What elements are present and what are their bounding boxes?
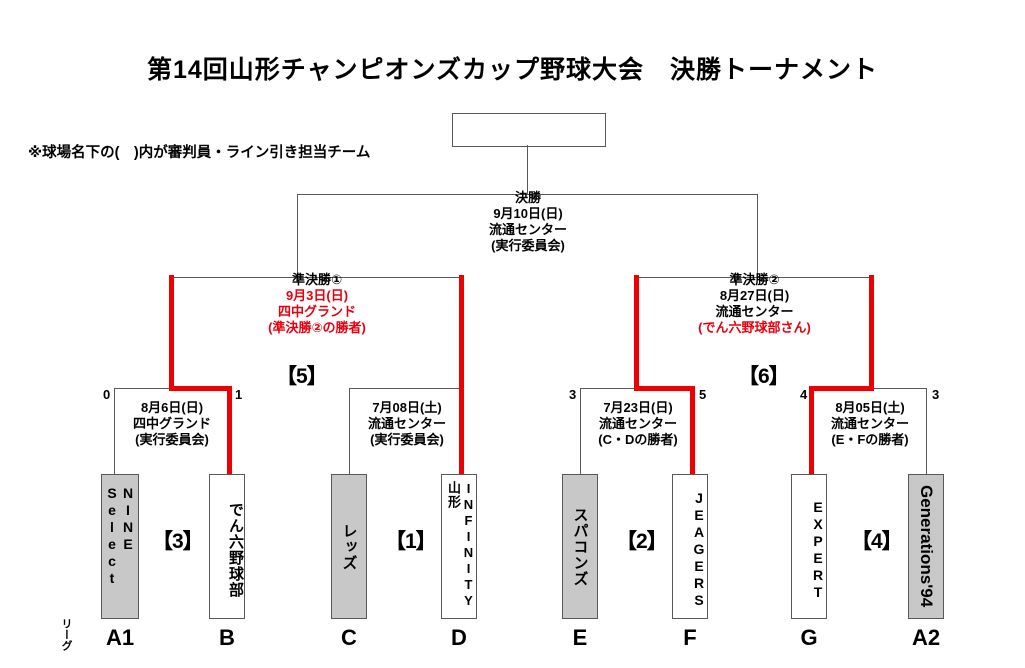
group-label-g: G	[800, 625, 818, 650]
semifinal-2-right-red-arm	[869, 275, 874, 388]
semifinal-1-staff: (準決勝②の勝者)	[268, 320, 366, 335]
match-3-left-score: 0	[103, 387, 111, 402]
team-a1-name-line1: NINE	[120, 485, 136, 553]
match-4-date: 8月05日(土)	[835, 400, 905, 415]
match-3-date: 8月6日(日)	[140, 400, 204, 415]
semifinal-1-left-red-arm	[169, 275, 174, 388]
group-label-a2: A2	[911, 625, 941, 650]
league-label-text: リーグ	[60, 618, 72, 651]
semifinal-2-venue: 流通センター	[715, 304, 794, 319]
semifinal-1-info: 準決勝① 9月3日(日) 四中グランド (準決勝②の勝者)	[236, 272, 398, 336]
team-d-name: INFINITY山形	[446, 481, 476, 609]
semifinal-1-bracket-no: 【5】	[276, 365, 328, 388]
final-round-label: 決勝	[514, 190, 541, 205]
team-box-a1[interactable]: NINE Select	[101, 474, 139, 619]
match-3-left-arm	[114, 388, 116, 474]
semifinal-1-crossbar	[172, 277, 462, 279]
match-4-staff: (E・Fの勝者)	[831, 432, 909, 447]
match-3-bracket-no: 【3】	[152, 530, 204, 553]
group-label-d: D	[451, 625, 467, 650]
semifinal-2-bracket-no: 【6】	[738, 365, 790, 388]
team-a2-name: Generations'94	[917, 485, 936, 608]
team-box-a2[interactable]: Generations'94	[908, 474, 944, 619]
semifinal-2-staff: (でん六野球部さん)	[698, 320, 811, 335]
group-label-b: B	[219, 625, 235, 650]
match-4-left-score: 4	[800, 387, 808, 402]
final-left-arm	[297, 194, 299, 277]
match-3-winner-hline	[169, 386, 232, 391]
match-2-date: 7月23日(日)	[603, 400, 673, 415]
match-1-info: 7月08日(土) 流通センター (実行委員会)	[327, 400, 487, 448]
match-2-winner-vline	[690, 386, 695, 474]
team-box-e[interactable]: スパコンズ	[562, 474, 598, 619]
match-1-left-arm	[349, 388, 351, 474]
final-venue: 流通センター	[488, 222, 567, 237]
match-4-info: 8月05日(土) 流通センター (E・Fの勝者)	[790, 400, 950, 448]
team-box-c[interactable]: レッズ	[331, 474, 367, 619]
team-c-name: レッズ	[340, 522, 358, 571]
match-4-venue: 流通センター	[830, 416, 909, 431]
semifinal-2-crossbar	[636, 277, 872, 279]
match-3-right-score: 1	[235, 387, 243, 402]
match-1-staff: (実行委員会)	[370, 432, 444, 447]
match-1-date: 7月08日(土)	[372, 400, 442, 415]
match-3-venue: 四中グランド	[132, 416, 211, 431]
group-label-e: E	[572, 625, 588, 650]
match-3-info: 8月6日(日) 四中グランド (実行委員会)	[92, 400, 252, 448]
team-box-f[interactable]: JEAGERS	[672, 474, 708, 619]
match-4-bracket-no: 【4】	[851, 530, 903, 553]
match-3-staff: (実行委員会)	[135, 432, 209, 447]
match-2-left-score: 3	[569, 387, 577, 402]
team-b-name: でん六野球部	[227, 501, 244, 598]
semifinal-2-date: 8月27日(日)	[719, 288, 790, 303]
match-1-winner-hline	[459, 386, 464, 391]
match-2-bracket-no: 【2】	[616, 530, 668, 553]
group-label-a1: A1	[105, 625, 135, 650]
final-staff: (実行委員会)	[491, 238, 565, 253]
match-2-right-score: 5	[699, 387, 707, 402]
team-a1-name-line2: Select	[104, 485, 120, 587]
final-info: 決勝 9月10日(日) 流通センター (実行委員会)	[447, 190, 609, 254]
team-g-name: EXPERT	[810, 498, 826, 601]
match-4-winner-hline	[809, 386, 874, 391]
champion-box	[452, 113, 606, 147]
match-2-staff: (C・Dの勝者)	[598, 432, 678, 447]
semifinal-2-round-label: 準決勝②	[729, 272, 780, 287]
match-3-winner-vline	[227, 386, 232, 474]
team-box-g[interactable]: EXPERT	[791, 474, 827, 619]
match-4-winner-vline	[809, 386, 814, 474]
group-label-f: F	[683, 625, 697, 650]
match-2-left-arm	[580, 388, 582, 474]
team-box-b[interactable]: でん六野球部	[209, 474, 245, 619]
semifinal-2-info: 準決勝② 8月27日(日) 流通センター (でん六野球部さん)	[672, 272, 837, 336]
match-1-venue: 流通センター	[367, 416, 446, 431]
match-4-right-arm	[926, 388, 928, 474]
champion-stem	[527, 145, 529, 195]
match-2-info: 7月23日(日) 流通センター (C・Dの勝者)	[558, 400, 718, 448]
team-a1-name: NINE Select	[102, 475, 138, 618]
match-1-winner-vline	[459, 386, 464, 474]
semifinal-1-right-red-arm	[459, 275, 464, 388]
match-1-bracket-no: 【1】	[385, 530, 437, 553]
team-box-d[interactable]: INFINITY山形	[441, 474, 477, 619]
group-label-c: C	[341, 625, 357, 650]
team-f-name: JEAGERS	[691, 490, 707, 609]
final-right-arm	[757, 194, 759, 277]
final-crossbar	[297, 194, 758, 196]
referee-note: ※球場名下の( )内が審判員・ライン引き担当チーム	[28, 145, 371, 161]
match-2-winner-hline	[634, 386, 695, 391]
semifinal-1-round-label: 準決勝①	[291, 272, 342, 287]
league-label: リーグ	[60, 618, 76, 651]
match-1-crossbar	[349, 388, 463, 390]
final-date: 9月10日(日)	[493, 206, 563, 221]
semifinal-1-venue: 四中グランド	[277, 304, 356, 319]
team-e-name: スパコンズ	[571, 506, 589, 587]
semifinal-1-date: 9月3日(日)	[285, 288, 349, 303]
match-4-right-score: 3	[932, 387, 940, 402]
match-2-venue: 流通センター	[598, 416, 677, 431]
page-title: 第14回山形チャンピオンズカップ野球大会 決勝トーナメント	[146, 56, 879, 84]
semifinal-2-left-red-arm	[634, 275, 639, 388]
